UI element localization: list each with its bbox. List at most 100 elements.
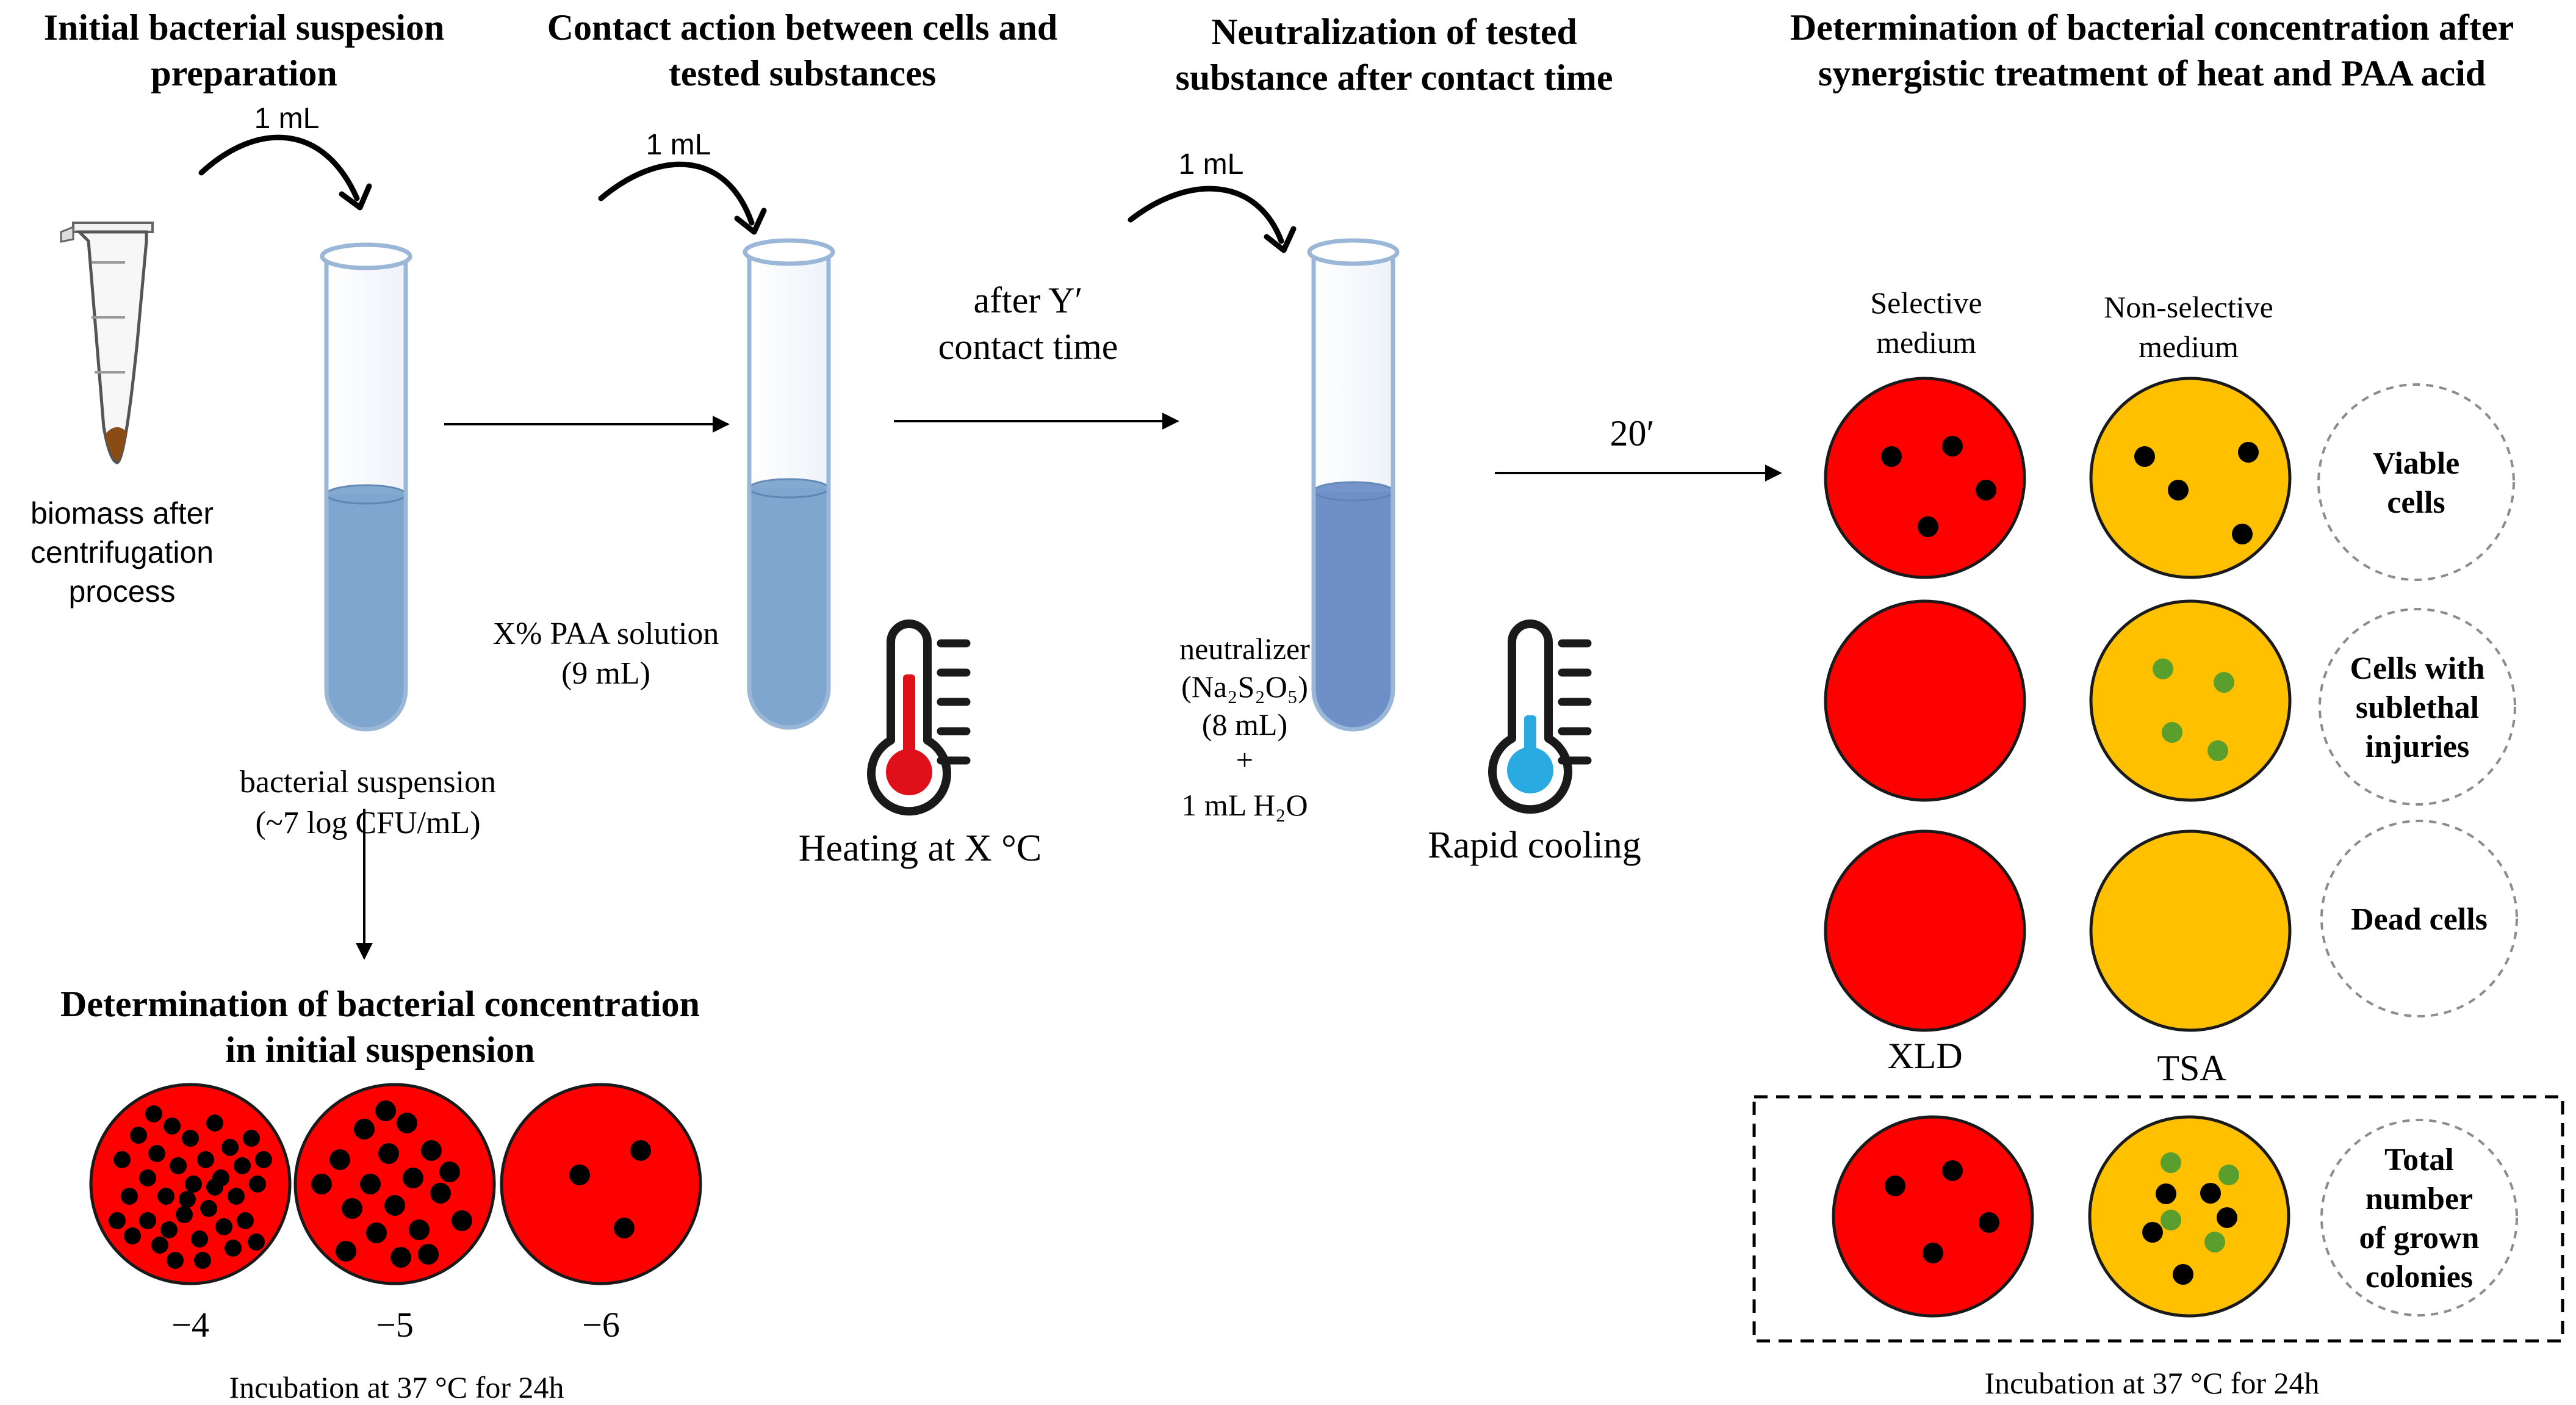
tsa-dish-viable: [2089, 377, 2292, 579]
colony: [1881, 446, 1902, 467]
neutralizer-label: neutralizer (Na₂S₂O₅) (8 mL) + 1 mL H₂O: [1179, 632, 1310, 822]
colony: [113, 1151, 131, 1168]
petri-dishes: [89, 377, 2292, 1318]
colony: [109, 1212, 126, 1229]
xld-dish-viable: [1824, 377, 2026, 579]
colony: [225, 1240, 242, 1257]
heading-step1-line2: preparation: [151, 53, 337, 93]
colony: [176, 1206, 193, 1223]
colony: [630, 1140, 651, 1161]
colony: [139, 1212, 156, 1229]
tube-rim: [743, 238, 835, 266]
colony: [221, 1139, 239, 1156]
contact-time-line2: contact time: [938, 327, 1118, 367]
colony: [182, 1130, 199, 1147]
colony: [130, 1127, 147, 1144]
colony: [164, 1118, 181, 1135]
tube-rim: [320, 242, 412, 270]
heading-initial-line1: Determination of bacterial concentration: [60, 984, 700, 1024]
result-label: Dead cells: [2351, 902, 2488, 937]
suspension-label-line2: (~7 log CFU/mL): [255, 806, 480, 840]
heading-step4-line2: synergistic treatment of heat and PAA ac…: [1818, 53, 2486, 93]
colony: [1885, 1176, 1905, 1196]
colony: [200, 1200, 217, 1217]
colony: [157, 1188, 174, 1205]
paa-label-line1: X% PAA solution: [493, 616, 719, 651]
colony: [378, 1143, 399, 1164]
paa-label: X% PAA solution (9 mL): [493, 616, 719, 691]
colony: [197, 1151, 214, 1168]
colony: [170, 1157, 187, 1174]
result-label: cells: [2387, 485, 2445, 520]
colony: [2156, 1183, 2176, 1204]
selective-medium-line2: medium: [1876, 325, 1976, 359]
dilution-label: −4: [171, 1305, 209, 1345]
biomass-label-line2: centrifugation: [31, 535, 214, 569]
transfer-arrow-1: 1 mL: [198, 103, 372, 211]
xld-dish-sublethal: [1824, 599, 2026, 802]
colony: [1942, 436, 1963, 457]
colony: [2162, 722, 2182, 743]
contact-time-line1: after Y′: [973, 280, 1082, 320]
transfer-volume-2: 1 mL: [646, 129, 711, 161]
heading-initial-concentration: Determination of bacterial concentration…: [60, 984, 700, 1070]
tube-rim: [1307, 238, 1400, 266]
colony: [1942, 1160, 1963, 1181]
colony: [397, 1113, 417, 1133]
colony: [2217, 1207, 2237, 1228]
tube-liquid: [1314, 491, 1393, 729]
tsa-dish-dead: [2089, 829, 2292, 1032]
colony: [430, 1183, 451, 1204]
colony: [194, 1252, 211, 1269]
heading-step4-line1: Determination of bacterial concentration…: [1790, 7, 2514, 48]
dilution-label: −6: [582, 1305, 620, 1345]
colony: [569, 1165, 590, 1185]
suspension-label: bacterial suspension (~7 log CFU/mL): [240, 765, 496, 840]
biomass-label-line3: process: [68, 574, 175, 609]
colony: [342, 1198, 362, 1219]
result-label: Cells with: [2350, 651, 2485, 686]
xld-dish-total: [1832, 1115, 2034, 1318]
selective-medium-line1: Selective: [1870, 286, 1982, 320]
neutralizer-water: 1 mL H₂O: [1181, 788, 1308, 822]
colony: [206, 1114, 223, 1132]
test-tube-suspension: [320, 242, 412, 732]
colony: [234, 1157, 251, 1174]
result-label: number: [2366, 1182, 2473, 1216]
colony: [121, 1188, 138, 1205]
colony: [1918, 516, 1938, 537]
non-selective-medium-line2: medium: [2139, 330, 2239, 364]
colony: [2134, 446, 2155, 467]
colony: [2207, 740, 2228, 761]
neutralizer-name: neutralizer: [1179, 632, 1310, 666]
heading-step3-line1: Neutralization of tested: [1211, 12, 1577, 52]
colony: [1979, 1212, 1999, 1233]
result-label: Total: [2384, 1143, 2454, 1177]
selective-medium-label: Selective medium: [1870, 286, 1982, 359]
test-tube-neutralizer: [1307, 238, 1400, 732]
total-colonies-box: [1752, 1095, 2564, 1343]
result-label: of grown: [2359, 1221, 2480, 1255]
transfer-volume-1: 1 mL: [254, 103, 320, 135]
test-tube-paa: [743, 238, 835, 730]
tube-liquid: [326, 494, 406, 729]
colony: [452, 1210, 472, 1231]
colony: [2168, 480, 2189, 500]
neutralizer-plus: +: [1236, 743, 1253, 777]
colony: [418, 1244, 439, 1265]
colony: [1976, 480, 1996, 500]
xld-label: XLD: [1887, 1036, 1962, 1076]
transfer-arrow-2: 1 mL: [598, 129, 767, 235]
colony: [2218, 1165, 2239, 1185]
colony: [375, 1100, 396, 1121]
non-selective-medium-label: Non-selective medium: [2104, 290, 2273, 364]
colony: [228, 1188, 245, 1205]
colony: [403, 1168, 423, 1188]
biomass-pellet: [105, 427, 127, 461]
colony: [311, 1174, 332, 1194]
colony: [145, 1105, 162, 1122]
thermometer-cold-icon: [1488, 619, 1592, 814]
